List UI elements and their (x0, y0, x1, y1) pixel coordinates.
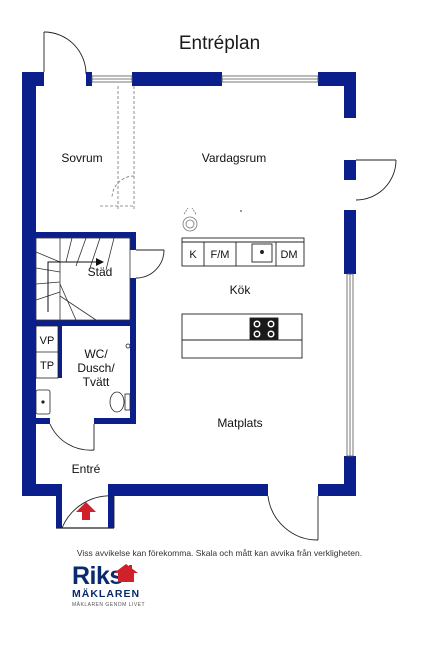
wall-bottom-right (318, 484, 356, 496)
wardrobe-dashed (100, 86, 135, 210)
label-wc: WC/ (84, 347, 108, 361)
staircase (35, 237, 131, 321)
toilet-icon (109, 391, 125, 413)
label-sovrum: Sovrum (61, 151, 102, 165)
stove-icon (249, 317, 279, 341)
walls (22, 72, 356, 528)
label-tp: TP (40, 360, 54, 372)
label-entre: Entré (72, 462, 101, 476)
label-fm: F/M (211, 249, 230, 261)
wall-bottom-left (22, 484, 58, 496)
ceiling-fixture-icon (182, 207, 242, 232)
entrance-arrow-icon (76, 502, 96, 520)
wall-wc-bottom (94, 418, 136, 424)
doors (43, 31, 397, 541)
washbasin-icon (35, 389, 51, 415)
wall-sovrum-bottom (36, 232, 136, 238)
wall-bottom-mid (108, 484, 268, 496)
label-dusch: Dusch/ (77, 361, 115, 375)
wall-left (22, 72, 36, 492)
windows (91, 75, 354, 457)
riks-logo: Riks MÄKLAREN MÄKLAREN GENOM LIVET (72, 562, 182, 612)
kitchen-counter (181, 237, 305, 267)
kitchen-island (181, 313, 303, 359)
logo-tagline: MÄKLAREN GENOM LIVET (72, 602, 146, 608)
wc-fixtures (35, 325, 131, 415)
label-k: K (189, 249, 197, 261)
wall-right-top (344, 72, 356, 118)
house-logo-icon (114, 564, 138, 582)
disclaimer-text: Viss avvikelse kan förekomma. Skala och … (76, 548, 363, 558)
wall-wc-right (130, 320, 136, 424)
logo-subtitle: MÄKLAREN (72, 588, 141, 600)
label-dm: DM (280, 249, 297, 261)
label-kok: Kök (230, 283, 252, 297)
label-vp: VP (40, 335, 55, 347)
label-tvatt: Tvätt (83, 375, 110, 389)
logo-name: Riks (72, 562, 123, 590)
wall-wc-top (36, 320, 136, 326)
sink-icon (251, 243, 273, 263)
wall-top-mid (132, 72, 222, 86)
plan-title: Entréplan (178, 33, 261, 54)
label-vardagsrum: Vardagsrum (202, 151, 266, 165)
label-matplats: Matplats (217, 416, 262, 430)
label-stad: Städ (88, 265, 113, 279)
